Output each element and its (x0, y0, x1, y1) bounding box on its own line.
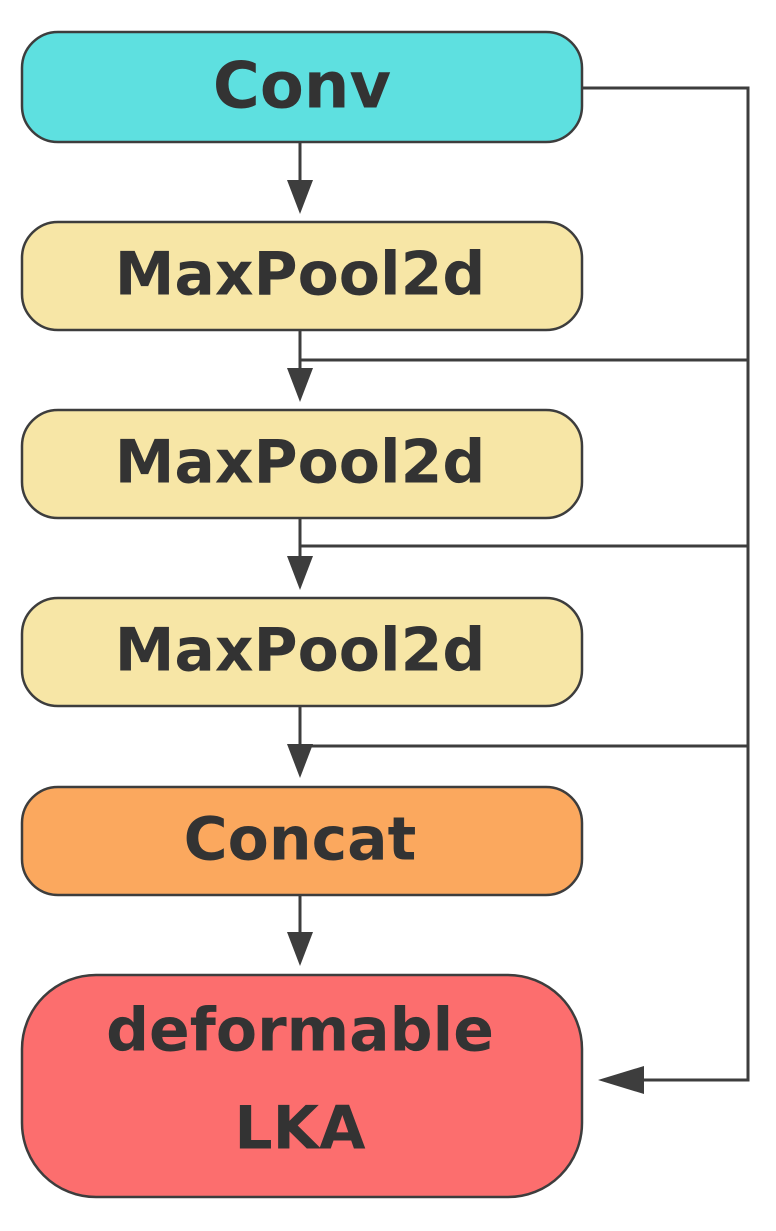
node-concat-label: Concat (184, 805, 417, 875)
arrowhead-down-icon (287, 180, 313, 214)
node-maxpool-3-box (20, 596, 584, 708)
arrowhead-down-icon (287, 932, 313, 966)
node-maxpool-2-box (20, 408, 584, 520)
arrowhead-down-icon (287, 744, 313, 778)
node-conv: Conv (20, 30, 584, 144)
node-maxpool-3-label: MaxPool2d (115, 616, 486, 686)
node-maxpool-1-label: MaxPool2d (115, 240, 486, 310)
node-deformable-lka-box (20, 973, 584, 1199)
edge-maxpool-1-to-maxpool-2 (287, 331, 313, 402)
arrowhead-left-icon (598, 1066, 644, 1094)
node-maxpool-2-label: MaxPool2d (115, 428, 486, 498)
node-maxpool-1: MaxPool2d (20, 220, 584, 332)
node-conv-box (20, 30, 584, 144)
node-deformable-lka-label-line1: deformable (106, 996, 494, 1066)
node-concat: Concat (20, 785, 584, 897)
node-conv-label: Conv (213, 50, 391, 124)
node-deformable-lka-label-line2: LKA (234, 1094, 366, 1164)
skip-line-conv-right (583, 86, 750, 1082)
node-deformable-lka: deformable LKA (20, 973, 584, 1199)
edge-conv-to-maxpool-1 (287, 143, 313, 214)
edge-maxpool-3-to-concat (287, 707, 313, 778)
node-maxpool-3: MaxPool2d (20, 596, 584, 708)
node-concat-box (20, 785, 584, 897)
arrowhead-down-icon (287, 368, 313, 402)
node-maxpool-1-box (20, 220, 584, 332)
arrowhead-down-icon (287, 556, 313, 590)
edge-concat-to-deformable-lka (287, 896, 313, 966)
skip-connections (300, 86, 750, 1094)
node-maxpool-2: MaxPool2d (20, 408, 584, 520)
edge-maxpool-2-to-maxpool-3 (287, 519, 313, 590)
